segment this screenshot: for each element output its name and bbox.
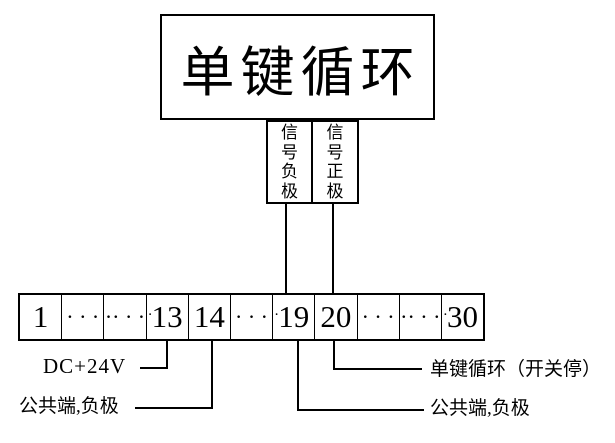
label-dc-24v: DC+24V xyxy=(43,354,127,378)
wire-terminal-20-vertical xyxy=(333,340,335,370)
wire-terminal-20-horizontal xyxy=(333,368,422,370)
signal-positive-box: 信号正极 xyxy=(311,120,359,204)
terminal-cell-prefix: · xyxy=(147,307,153,324)
terminal-cell-label: · · · xyxy=(361,304,395,329)
terminal-cell-ellipsis: · · · xyxy=(231,295,274,339)
label-single-key-cycle-switch: 单键循环（开关停） xyxy=(430,359,602,380)
terminal-cell-13: ·13 xyxy=(147,295,189,339)
wire-terminal-13-vertical xyxy=(166,340,168,369)
terminal-cell-14: 14 xyxy=(189,295,231,339)
terminal-cell-label: ·· · · xyxy=(400,304,441,329)
terminal-cell-label: 19 xyxy=(278,299,310,334)
terminal-cell-label: ·· · · xyxy=(104,304,146,329)
terminal-cell-label: · · · xyxy=(235,304,269,329)
terminal-cell-prefix: · xyxy=(442,307,448,324)
terminal-cell-ellipsis: · · · xyxy=(358,295,400,339)
terminal-cell-label: 20 xyxy=(320,299,352,334)
terminal-cell-label: · · · xyxy=(66,304,100,329)
wire-signal-positive xyxy=(332,202,334,294)
terminal-cell-label: 30 xyxy=(446,299,478,334)
terminal-cell-label: 1 xyxy=(32,299,49,334)
terminal-cell-label: 14 xyxy=(193,299,225,334)
wire-signal-negative xyxy=(285,202,287,294)
signal-negative-label: 信号负极 xyxy=(281,123,298,201)
wire-terminal-19-vertical xyxy=(297,340,299,411)
terminal-cell-prefix: · xyxy=(274,307,280,324)
device-label: 单键循环 xyxy=(180,42,421,103)
label-common-negative-left: 公共端,负极 xyxy=(19,396,119,417)
terminal-cell-30: ·30 xyxy=(442,295,483,339)
terminal-cell-1: 1 xyxy=(20,295,63,339)
signal-positive-label: 信号正极 xyxy=(326,123,344,201)
terminal-strip: 1 · · · ·· · · ·13 14 · · · ·19 20 · · ·… xyxy=(18,293,485,341)
device-label-box: 单键循环 xyxy=(160,14,435,120)
terminal-cell-ellipsis: ·· · · xyxy=(400,295,442,339)
wire-terminal-14-vertical xyxy=(211,340,213,409)
signal-negative-box: 信号负极 xyxy=(266,120,313,204)
terminal-cell-ellipsis: · · · xyxy=(62,295,105,339)
terminal-cell-19: ·19 xyxy=(273,295,316,339)
wire-terminal-19-horizontal xyxy=(297,409,424,411)
terminal-cell-label: 13 xyxy=(151,299,183,334)
label-common-negative-right: 公共端,负极 xyxy=(430,398,530,419)
wire-terminal-14-horizontal xyxy=(135,407,213,409)
wire-terminal-13-horizontal xyxy=(140,367,168,369)
terminal-cell-20: 20 xyxy=(315,295,358,339)
terminal-cell-ellipsis: ·· · · xyxy=(104,295,147,339)
